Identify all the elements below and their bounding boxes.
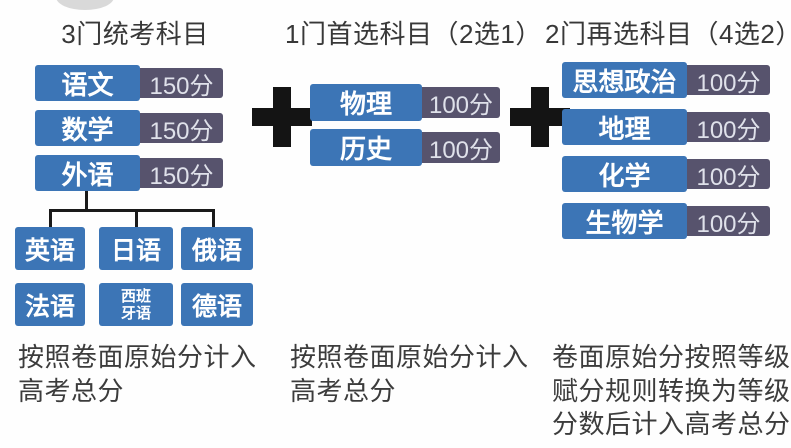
column1-title: 3门统考科目	[61, 19, 209, 49]
subject-score: 150分	[140, 113, 223, 145]
connector-line	[212, 209, 215, 228]
subject-pill: 生物学 100分	[562, 203, 770, 239]
language-box: 日语	[99, 227, 173, 270]
column2-note: 按照卷面原始分计入 高考总分	[290, 341, 542, 408]
subject-score: 100分	[687, 159, 770, 191]
note-line: 高考总分	[290, 375, 397, 406]
subject-name: 外语	[35, 155, 140, 191]
subject-score: 100分	[687, 65, 770, 97]
column1-note: 按照卷面原始分计入 高考总分	[18, 341, 270, 408]
plus-icon	[252, 87, 312, 147]
subject-name: 生物学	[562, 203, 687, 239]
subject-score: 150分	[140, 158, 223, 190]
column2-title: 1门首选科目（2选1）	[285, 19, 542, 49]
subject-score: 100分	[687, 206, 770, 238]
subject-pill: 语文 150分	[35, 65, 223, 101]
plus-icon	[510, 87, 570, 147]
subject-pill: 外语 150分	[35, 155, 223, 191]
note-line: 分数后计入高考总分	[552, 409, 791, 439]
connector-line	[49, 209, 215, 212]
subject-pill: 历史 100分	[310, 129, 500, 166]
subject-pill: 化学 100分	[562, 156, 770, 192]
subject-pill: 思想政治 100分	[562, 62, 770, 98]
subject-name: 语文	[35, 65, 140, 101]
language-box: 英语	[15, 227, 85, 270]
subject-name: 地理	[562, 109, 687, 145]
language-box: 俄语	[181, 227, 253, 270]
subject-name: 思想政治	[562, 62, 687, 98]
subject-name: 物理	[310, 84, 422, 121]
language-box: 法语	[15, 283, 85, 326]
subject-score: 150分	[140, 68, 223, 100]
connector-line	[135, 209, 138, 228]
subject-pill: 地理 100分	[562, 109, 770, 145]
connector-line	[85, 191, 88, 212]
note-line: 卷面原始分按照等级	[552, 342, 791, 372]
note-line: 按照卷面原始分计入	[290, 342, 529, 372]
decorative-blob	[56, 0, 114, 10]
column3-title: 2门再选科目（4选2）	[545, 19, 791, 49]
subject-name: 化学	[562, 156, 687, 192]
subject-pill: 物理 100分	[310, 84, 500, 121]
note-line: 按照卷面原始分计入	[18, 342, 257, 372]
subject-pill: 数学 150分	[35, 110, 223, 146]
language-box: 德语	[181, 283, 253, 326]
subject-name: 历史	[310, 129, 422, 166]
note-line: 高考总分	[18, 375, 125, 406]
subject-score: 100分	[687, 112, 770, 144]
note-line: 赋分规则转换为等级	[552, 375, 791, 406]
language-box: 西班牙语	[99, 283, 173, 326]
subject-score: 100分	[422, 87, 500, 119]
subject-name: 数学	[35, 110, 140, 146]
connector-line	[49, 209, 52, 228]
column3-note: 卷面原始分按照等级 赋分规则转换为等级 分数后计入高考总分	[552, 341, 791, 442]
subject-score: 100分	[422, 132, 500, 164]
language-label: 西班牙语	[120, 287, 151, 322]
